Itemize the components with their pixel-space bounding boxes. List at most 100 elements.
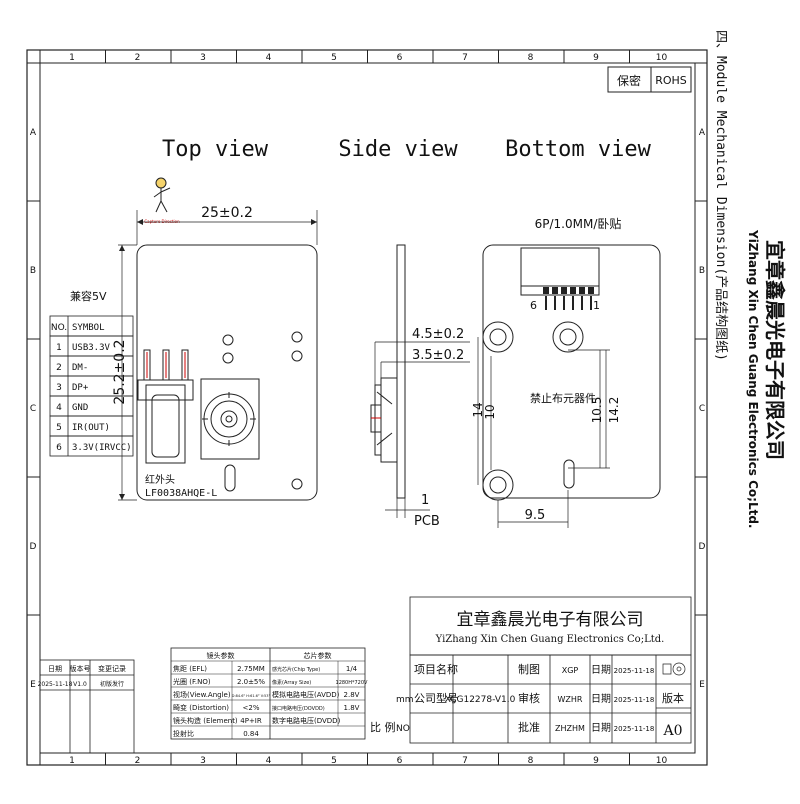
role-label: 审核 xyxy=(518,691,540,705)
dim-10-5: 10.5 xyxy=(590,397,604,424)
col-label: 3 xyxy=(200,53,206,63)
classification-box: 保密 ROHS xyxy=(607,66,692,93)
row-label: C xyxy=(30,404,36,414)
pin1-label: 1 xyxy=(593,299,600,312)
col-label: 1 xyxy=(69,756,75,766)
row-label: E xyxy=(30,680,36,690)
side-view-title: Side view xyxy=(338,137,458,162)
revision-cell: 2025-11-18 xyxy=(38,681,73,688)
connector-lead xyxy=(545,296,547,310)
version-value: A0 xyxy=(662,723,682,739)
dim-14-2: 14.2 xyxy=(607,397,621,424)
camera-lens xyxy=(200,378,260,460)
connector-label: 6P/1.0MM/卧贴 xyxy=(535,217,622,231)
side-dim-4-5: 4.5±0.2 xyxy=(412,327,464,342)
role-date: 2025-11-18 xyxy=(614,667,655,675)
col-label: 3 xyxy=(200,756,206,766)
connector-pins xyxy=(543,287,594,310)
top-view-title: Top view xyxy=(162,137,269,162)
unit-label: mm xyxy=(396,695,414,705)
pin-number: 2 xyxy=(56,363,62,373)
revision-header: 版本号 xyxy=(70,664,91,673)
pin-symbol: 3.3V(IRVCC) xyxy=(72,443,132,453)
col-label: 7 xyxy=(462,53,468,63)
dim-10: 10 xyxy=(483,404,497,419)
compat-label: 兼容5V xyxy=(70,289,107,303)
title-company-en: YiZhang Xin Chen Guang Electronics Co;Lt… xyxy=(435,634,665,645)
scale-value: NO xyxy=(396,724,410,734)
chip-param-label: 像素(Array Size) xyxy=(272,679,311,686)
col-label: 10 xyxy=(656,756,668,766)
dim-9-5: 9.5 xyxy=(525,508,546,523)
side-company-en: YiZhang Xin Chen Guang Electronics Co;Lt… xyxy=(746,229,760,528)
revision-cell: 初版发行 xyxy=(100,680,124,688)
lens-param-label: 光圈 (F.NO) xyxy=(173,677,211,686)
ir-part-number: LF0038AHQE-L xyxy=(145,488,217,499)
lens-param-value: 2.0±5% xyxy=(237,678,265,686)
bottom-mounting-holes xyxy=(482,321,584,501)
role-label: 制图 xyxy=(518,663,540,676)
bottom-dimensions xyxy=(477,337,610,528)
connector-pin xyxy=(579,287,585,294)
ir-label: 红外头 xyxy=(145,473,175,486)
connector-lead xyxy=(572,296,574,310)
role-name: WZHR xyxy=(558,695,583,704)
side-dimensions xyxy=(374,341,470,518)
chip-param-label: 数字电路电压(DVDD) xyxy=(272,716,341,725)
connector-lead xyxy=(581,296,583,310)
chip-param-label: 模拟电路电压(AVDD) xyxy=(272,690,340,699)
capture-direction-caption: Capture Direction xyxy=(144,219,180,224)
rohs-label: ROHS xyxy=(655,74,687,87)
pin6-label: 6 xyxy=(530,299,537,312)
version-label: 版本 xyxy=(662,691,684,705)
revision-cell: V1.0 xyxy=(73,681,87,688)
side-dim-3-5: 3.5±0.2 xyxy=(412,348,464,363)
connector-lead xyxy=(590,296,592,310)
col-label: 7 xyxy=(462,756,468,766)
pin-symbol: DP+ xyxy=(72,383,89,393)
pin-number: 5 xyxy=(56,423,62,433)
side-view-board xyxy=(370,244,406,499)
secret-label: 保密 xyxy=(617,73,641,88)
top-mounting-holes xyxy=(222,331,303,492)
lens-param-value: 4P+IR xyxy=(240,717,262,725)
top-width-dimension: 25±0.2 xyxy=(201,205,253,221)
top-height-dimension: 25.2±0.2 xyxy=(112,339,128,404)
role-date-label: 日期 xyxy=(591,693,611,705)
chip-param-value: 1.8V xyxy=(344,704,360,712)
lens-param-label: 镜头构造 (Element) xyxy=(173,716,238,725)
top-view-board: 25±0.2 25.2±0.2 红外头 LF0038AHQE-L xyxy=(112,205,318,501)
chip-param-value: 1/4 xyxy=(346,665,358,673)
title-company-cn: 宜章鑫晨光电子有限公司 xyxy=(457,610,644,630)
role-label: 批准 xyxy=(518,720,540,734)
capture-direction-mascot xyxy=(153,177,171,213)
side-title: 四、Module Mechanical Dimension(产品结构图纸) 宜章… xyxy=(713,30,787,528)
chip-param-value: 2.8V xyxy=(344,691,360,699)
col-label: 6 xyxy=(397,53,403,63)
role-date-label: 日期 xyxy=(591,722,611,734)
no-parts-label: 禁止布元器件 xyxy=(530,392,596,405)
row-label: A xyxy=(30,128,37,138)
dim-14: 14 xyxy=(471,402,485,417)
col-label: 8 xyxy=(528,53,534,63)
lens-header: 镜头参数 xyxy=(207,651,235,660)
row-label: C xyxy=(699,404,705,414)
col-label: 1 xyxy=(69,53,75,63)
pin-row xyxy=(49,435,134,457)
side-company-cn: 宜章鑫晨光电子有限公司 xyxy=(763,240,787,460)
role-name: XGP xyxy=(562,666,579,675)
role-name: ZHZHM xyxy=(555,724,585,733)
model-value: XCG12278-V1.0 xyxy=(445,695,516,705)
lens-param-label: 投射比 xyxy=(173,729,194,738)
row-label: D xyxy=(699,542,706,552)
lens-param-label: 畸变 (Distortion) xyxy=(173,703,229,712)
pin-symbol: GND xyxy=(72,403,88,413)
role-date: 2025-11-18 xyxy=(614,725,655,733)
row-label: D xyxy=(30,542,37,552)
title-block xyxy=(409,596,692,744)
connector-pin xyxy=(561,287,567,294)
connector-pin xyxy=(543,287,549,294)
